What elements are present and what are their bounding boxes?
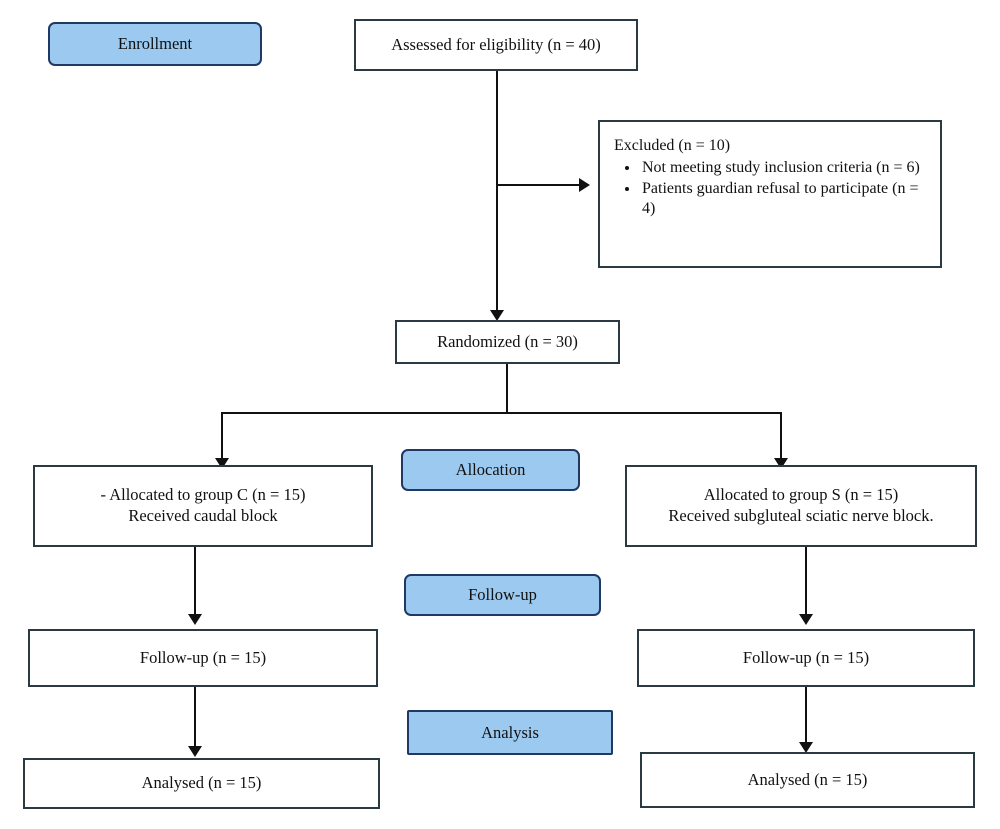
node-followup-group-c: Follow-up (n = 15) — [28, 629, 378, 687]
node-followup-group-s: Follow-up (n = 15) — [637, 629, 975, 687]
stage-label-analysis-text: Analysis — [481, 722, 539, 742]
stage-label-allocation-text: Allocation — [455, 460, 526, 479]
node-excluded: Excluded (n = 10) Not meeting study incl… — [598, 120, 942, 268]
connector-randomized-split-bar — [221, 412, 782, 414]
arrowhead-followup-left — [188, 614, 202, 625]
node-randomized: Randomized (n = 30) — [395, 320, 620, 364]
node-assessed-for-eligibility: Assessed for eligibility (n = 40) — [354, 19, 638, 71]
arrowhead-followup-right — [799, 614, 813, 625]
node-excluded-reason-list: Not meeting study inclusion criteria (n … — [614, 158, 928, 219]
stage-label-enrollment-text: Enrollment — [117, 34, 193, 53]
node-followup-group-s-text: Follow-up (n = 15) — [742, 647, 870, 667]
connector-followup-left-to-analysed — [194, 687, 196, 749]
node-allocated-group-s-text: Allocated to group S (n = 15) Received s… — [668, 485, 934, 525]
stage-label-follow-up-text: Follow-up — [468, 585, 537, 604]
connector-followup-right-to-analysed — [805, 687, 807, 745]
node-analysed-group-s: Analysed (n = 15) — [640, 752, 975, 808]
connector-assessed-to-excluded — [496, 184, 580, 186]
node-randomized-text: Randomized (n = 30) — [437, 331, 578, 351]
arrowhead-group-s-allocation — [774, 458, 788, 469]
node-analysed-group-s-text: Analysed (n = 15) — [747, 769, 868, 789]
arrowhead-analysed-left — [188, 746, 202, 757]
node-followup-group-c-text: Follow-up (n = 15) — [139, 647, 267, 667]
connector-randomized-stem — [506, 364, 508, 414]
arrowhead-group-c-allocation — [215, 458, 229, 469]
node-excluded-title: Excluded (n = 10) — [614, 137, 731, 154]
stage-label-allocation: Allocation — [401, 449, 580, 491]
node-excluded-reason-item: Not meeting study inclusion criteria (n … — [640, 158, 928, 178]
connector-group-s-to-followup — [805, 547, 807, 618]
stage-label-analysis: Analysis — [407, 710, 613, 755]
connector-group-c-to-followup — [194, 547, 196, 618]
stage-label-enrollment: Enrollment — [48, 22, 262, 66]
connector-randomized-to-group-s — [780, 412, 782, 463]
node-allocated-group-s: Allocated to group S (n = 15) Received s… — [625, 465, 977, 547]
arrowhead-excluded — [579, 178, 590, 192]
arrowhead-randomized — [490, 310, 504, 321]
node-excluded-reason-item: Patients guardian refusal to participate… — [640, 179, 928, 219]
node-allocated-group-c-text: - Allocated to group C (n = 15) Received… — [100, 485, 306, 525]
node-analysed-group-c: Analysed (n = 15) — [23, 758, 380, 809]
node-analysed-group-c-text: Analysed (n = 15) — [141, 773, 262, 793]
node-allocated-group-c: - Allocated to group C (n = 15) Received… — [33, 465, 373, 547]
stage-label-follow-up: Follow-up — [404, 574, 601, 616]
connector-assessed-to-randomized — [496, 71, 498, 314]
arrowhead-analysed-right — [799, 742, 813, 753]
connector-randomized-to-group-c — [221, 412, 223, 463]
node-assessed-for-eligibility-text: Assessed for eligibility (n = 40) — [391, 34, 601, 54]
